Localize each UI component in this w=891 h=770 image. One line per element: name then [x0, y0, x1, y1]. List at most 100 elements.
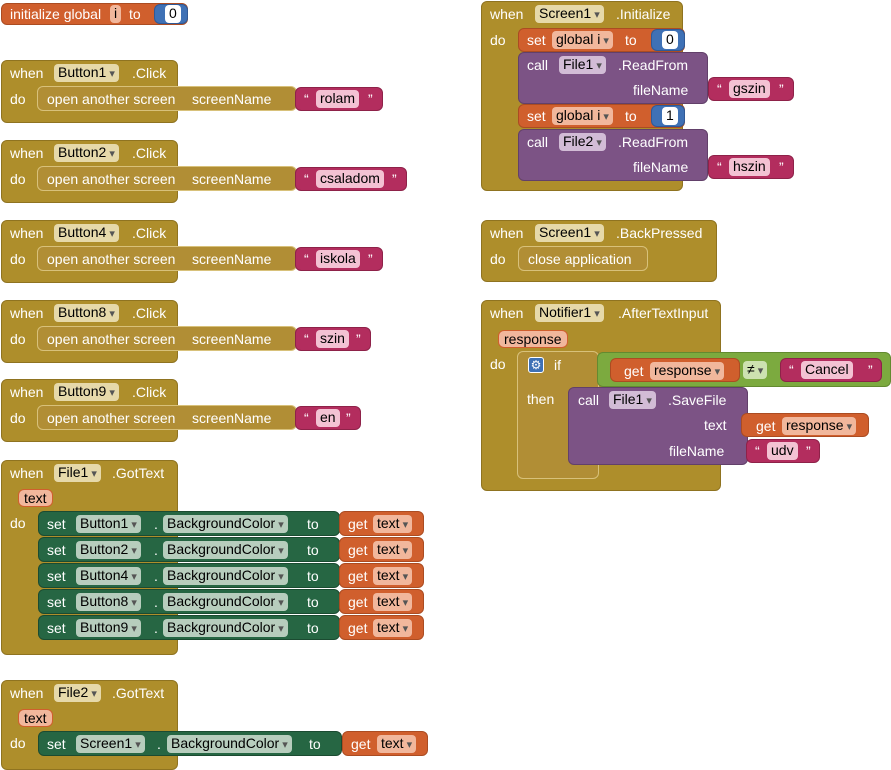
open-another-screen-block[interactable]: open another screen screenName: [37, 246, 297, 271]
string-value[interactable]: gszin: [729, 80, 770, 98]
string-value[interactable]: rolam: [316, 90, 360, 108]
component-dropdown[interactable]: File1: [609, 391, 656, 409]
set-property-block[interactable]: set Screen1 . BackgroundColor to: [38, 731, 342, 756]
property-dropdown[interactable]: BackgroundColor: [163, 593, 288, 611]
set-property-block[interactable]: set Button2 . BackgroundColor to: [38, 537, 340, 562]
component-dropdown[interactable]: Button4: [76, 567, 141, 585]
string-value[interactable]: iskola: [316, 250, 360, 268]
component-dropdown[interactable]: Button4: [54, 224, 119, 242]
get-var-block[interactable]: get text: [339, 537, 424, 562]
component-dropdown[interactable]: File2: [54, 684, 101, 702]
get-var-block[interactable]: get text: [339, 615, 424, 640]
event-param[interactable]: text: [18, 489, 53, 507]
gear-icon[interactable]: ⚙: [528, 357, 544, 373]
open-another-screen-block[interactable]: open another screen screenName: [37, 326, 297, 351]
string-block[interactable]: “ en ”: [295, 406, 361, 430]
component-dropdown[interactable]: File1: [559, 56, 606, 74]
component-dropdown[interactable]: Button8: [54, 304, 119, 322]
event-param[interactable]: response: [498, 330, 568, 348]
string-value[interactable]: hszin: [729, 158, 770, 176]
initialize-global-block[interactable]: initialize global i to 0: [1, 3, 188, 25]
set-property-block[interactable]: set Button4 . BackgroundColor to: [38, 563, 340, 588]
var-dropdown[interactable]: text: [373, 593, 413, 611]
get-var-block[interactable]: get text: [339, 511, 424, 536]
component-dropdown[interactable]: File2: [559, 133, 606, 151]
string-block[interactable]: “ Cancel ”: [780, 358, 882, 382]
string-block[interactable]: “ csaladom ”: [295, 167, 407, 191]
component-dropdown[interactable]: Button9: [76, 619, 141, 637]
number-block[interactable]: 0: [651, 29, 685, 51]
string-value[interactable]: udv: [767, 442, 798, 460]
global-var-dropdown[interactable]: global i: [552, 31, 613, 49]
component-dropdown[interactable]: Button9: [54, 383, 119, 401]
var-dropdown[interactable]: text: [377, 735, 417, 753]
call-readfrom-block[interactable]: call File1 .ReadFrom fileName: [518, 52, 708, 104]
set-global-block[interactable]: set global i to 1: [518, 104, 685, 128]
when-label: when: [10, 225, 44, 241]
string-block[interactable]: “ udv ”: [746, 439, 820, 463]
string-block[interactable]: “ iskola ”: [295, 247, 383, 271]
number-block[interactable]: 1: [651, 105, 685, 127]
string-value[interactable]: szin: [316, 330, 349, 348]
call-readfrom-block[interactable]: call File2 .ReadFrom fileName: [518, 129, 708, 181]
string-value[interactable]: Cancel: [801, 361, 853, 379]
do-label: do: [10, 410, 26, 426]
component-dropdown[interactable]: Notifier1: [535, 304, 604, 322]
get-label: get: [348, 568, 368, 584]
property-dropdown[interactable]: BackgroundColor: [163, 515, 288, 533]
string-block[interactable]: “ gszin ”: [708, 77, 794, 101]
compare-block[interactable]: get response ≠ “ Cancel ”: [597, 352, 891, 387]
open-another-screen-block[interactable]: open another screen screenName: [37, 166, 297, 191]
open-another-screen-block[interactable]: open another screen screenName: [37, 86, 297, 111]
var-dropdown[interactable]: text: [373, 567, 413, 585]
button-click-event[interactable]: when Button2 .Click do: [1, 140, 178, 203]
operator-dropdown[interactable]: ≠: [743, 361, 768, 379]
file2-gottext-event[interactable]: when File2 .GotText text do: [1, 680, 178, 770]
close-application-block[interactable]: close application: [518, 246, 648, 271]
component-dropdown[interactable]: Button8: [76, 593, 141, 611]
text-arg-label: text: [704, 417, 727, 433]
get-var-block[interactable]: get text: [339, 563, 424, 588]
number-value[interactable]: 1: [662, 107, 678, 125]
property-dropdown[interactable]: BackgroundColor: [167, 735, 292, 753]
call-label: call: [578, 392, 600, 408]
component-dropdown[interactable]: Screen1: [535, 224, 604, 242]
open-another-screen-block[interactable]: open another screen screenName: [37, 405, 297, 430]
string-block[interactable]: “ rolam ”: [295, 87, 383, 111]
var-dropdown[interactable]: response: [650, 362, 725, 380]
component-dropdown[interactable]: File1: [54, 464, 101, 482]
number-value[interactable]: 0: [662, 31, 678, 49]
string-block[interactable]: “ szin ”: [295, 327, 371, 351]
get-var-block[interactable]: get text: [339, 589, 424, 614]
component-dropdown[interactable]: Screen1: [535, 5, 604, 23]
var-dropdown[interactable]: response: [782, 417, 857, 435]
get-var-block[interactable]: get response: [610, 358, 740, 382]
var-dropdown[interactable]: text: [373, 515, 413, 533]
number-block[interactable]: 0: [154, 4, 188, 24]
global-var-dropdown[interactable]: global i: [552, 107, 613, 125]
property-dropdown[interactable]: BackgroundColor: [163, 567, 288, 585]
string-value[interactable]: en: [316, 409, 340, 427]
property-dropdown[interactable]: BackgroundColor: [163, 619, 288, 637]
set-global-block[interactable]: set global i to 0: [518, 28, 685, 52]
number-value[interactable]: 0: [165, 5, 181, 23]
string-value[interactable]: csaladom: [316, 170, 384, 188]
component-dropdown[interactable]: Button2: [76, 541, 141, 559]
global-var-name[interactable]: i: [110, 5, 122, 23]
set-property-block[interactable]: set Button8 . BackgroundColor to: [38, 589, 340, 614]
get-var-block[interactable]: get response: [741, 413, 869, 437]
component-dropdown[interactable]: Button1: [76, 515, 141, 533]
get-var-block[interactable]: get text: [342, 731, 428, 756]
var-dropdown[interactable]: text: [373, 541, 413, 559]
set-property-block[interactable]: set Button1 . BackgroundColor to: [38, 511, 340, 536]
event-param[interactable]: text: [18, 709, 53, 727]
call-savefile-block[interactable]: call File1 .SaveFile text fileName: [568, 387, 748, 465]
component-dropdown[interactable]: Button1: [54, 64, 119, 82]
component-dropdown[interactable]: Screen1: [76, 735, 145, 753]
set-property-block[interactable]: set Button9 . BackgroundColor to: [38, 615, 340, 640]
var-dropdown[interactable]: text: [373, 619, 413, 637]
get-label: get: [348, 516, 368, 532]
string-block[interactable]: “ hszin ”: [708, 155, 794, 179]
property-dropdown[interactable]: BackgroundColor: [163, 541, 288, 559]
component-dropdown[interactable]: Button2: [54, 144, 119, 162]
